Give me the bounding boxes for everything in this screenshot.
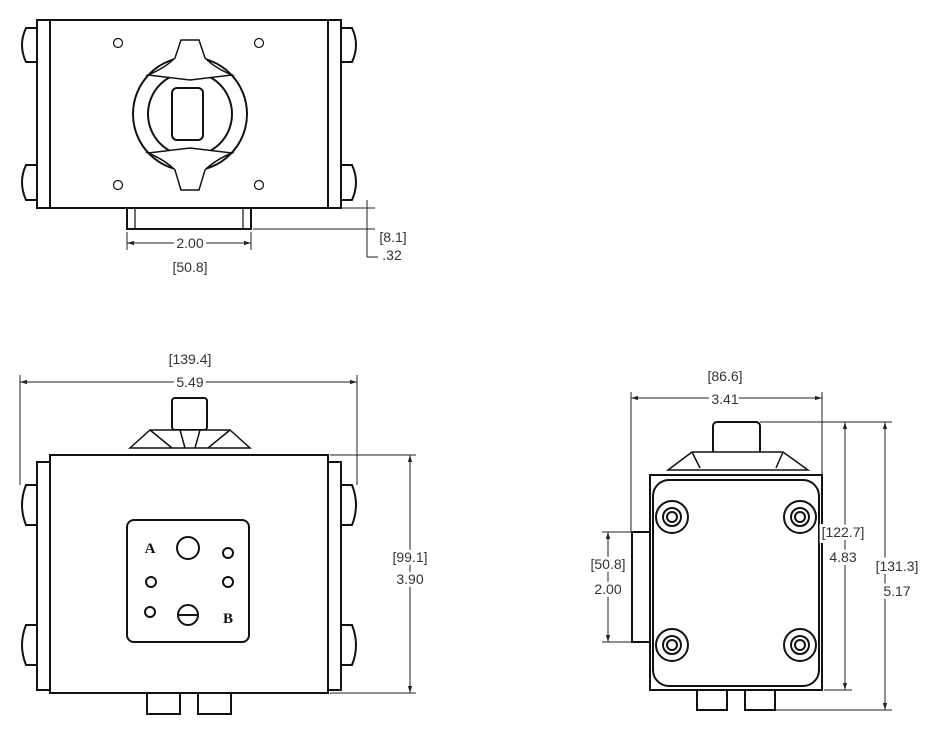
dim-height-in: .32 [382,247,402,263]
dim-width-in: 2.00 [176,235,203,251]
shaft [712,421,761,455]
port-panel [126,519,250,643]
dim-total-mm: [131.3] [876,558,919,574]
side-dimensions: [86.6] 3.41 [50.8] 2.00 [122.7] 4.83 [13… [587,365,921,711]
dim-total-in: 5.17 [883,583,910,599]
ports [144,547,234,618]
dim-width-in: 3.41 [711,391,738,407]
front-view: A B [139.4] 5.49 [99.1] 3.90 [19,348,431,715]
port-a-label: A [145,541,156,557]
side-tab [631,531,651,643]
shaft-tab [126,207,252,230]
body [49,454,329,694]
dim-body-in: 4.83 [829,549,856,565]
dim-width-in: 5.49 [176,374,203,390]
indicator-cone [665,451,811,471]
indicator [132,39,248,191]
dim-tab-in: 2.00 [594,581,621,597]
cover-screws [655,500,817,662]
dim-width-mm: [50.8] [172,259,207,275]
dim-width-mm: [139.4] [169,351,212,367]
shaft [171,397,208,431]
top-dimensions: 2.00 [50.8] [8.1] .32 [126,200,410,278]
mounting-holes [112,37,265,191]
dim-width-mm: [86.6] [707,368,742,384]
body [649,474,823,691]
top-view: 2.00 [50.8] [8.1] .32 [21,19,410,278]
port-b-label: B [223,611,233,627]
dim-height-mm: [8.1] [379,229,406,245]
side-view: [86.6] 3.41 [50.8] 2.00 [122.7] 4.83 [13… [587,365,921,711]
dim-height-in: 3.90 [396,571,423,587]
indicator-cone [128,429,252,449]
dim-body-mm: [122.7] [822,524,865,540]
dim-tab-mm: [50.8] [590,556,625,572]
front-dimensions: [139.4] 5.49 [99.1] 3.90 [19,348,431,694]
slotted-plug [177,604,199,626]
dim-height-mm: [99.1] [392,549,427,565]
